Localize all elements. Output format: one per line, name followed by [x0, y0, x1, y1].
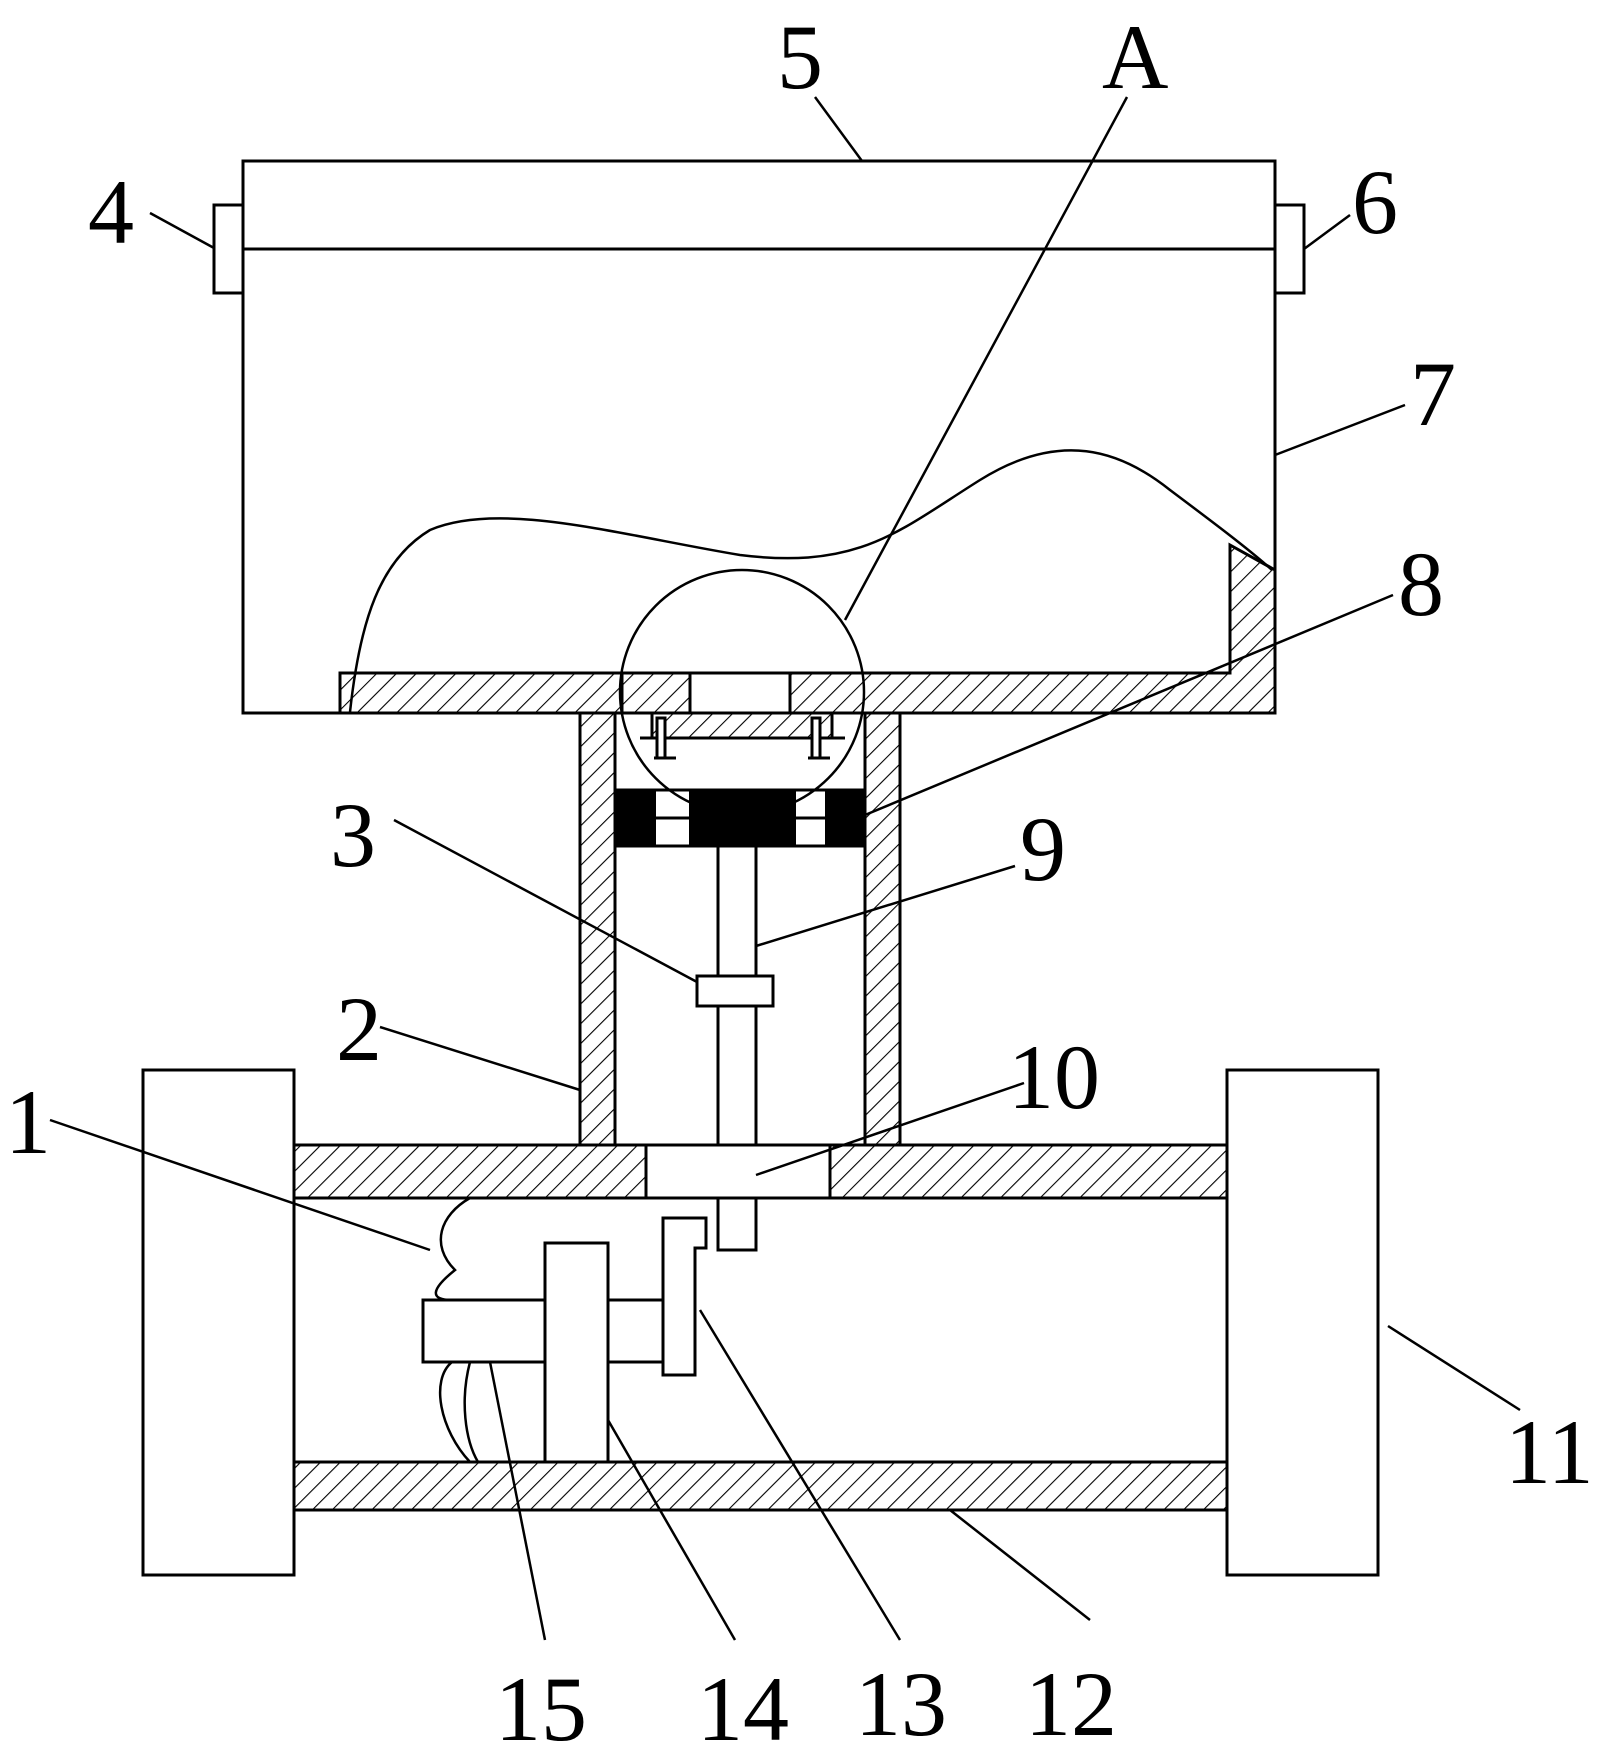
label-2: 2 [336, 978, 382, 1080]
leader-1 [49, 1118, 431, 1252]
tray-opening-left-wall [620, 671, 692, 715]
crank-link [606, 1298, 665, 1364]
motor-cover-bottom [438, 1361, 471, 1463]
label-8: 8 [1398, 533, 1444, 635]
leader-4 [149, 211, 215, 250]
piston-core [689, 789, 796, 847]
right-knob [1273, 203, 1306, 295]
drive-disc [543, 1241, 610, 1464]
leader-11 [1387, 1324, 1521, 1412]
label-5: 5 [777, 6, 823, 108]
leader-8 [864, 593, 1394, 817]
label-9: 9 [1020, 798, 1066, 900]
leader-6 [1303, 213, 1351, 251]
label-13: 13 [855, 1653, 947, 1750]
leader-2 [379, 1025, 581, 1092]
tray-floor-left [338, 671, 624, 715]
label-a: A [1102, 6, 1168, 108]
leader-14 [606, 1419, 737, 1641]
leader-7 [1274, 403, 1406, 457]
motor-shaft [421, 1298, 547, 1364]
pipe-top-opening [644, 1143, 832, 1200]
left-knob [212, 203, 245, 295]
bolt-left [655, 716, 667, 760]
leader-9 [755, 864, 1016, 948]
leader-12 [949, 1509, 1091, 1621]
label-14: 14 [697, 1658, 789, 1750]
right-wheel [1225, 1068, 1380, 1577]
leader-5 [813, 96, 864, 162]
leader-15 [488, 1361, 547, 1641]
motor-cover-inner [463, 1361, 480, 1463]
label-10: 10 [1008, 1026, 1100, 1128]
seal-right [825, 789, 866, 847]
pipe-top-left [292, 1143, 648, 1200]
rod-collar [695, 974, 775, 1008]
pipe-bottom [292, 1460, 1229, 1512]
column-right-wall [863, 711, 902, 1147]
label-15: 15 [495, 1658, 587, 1750]
material-surface-line [348, 449, 1273, 713]
label-1: 1 [5, 1071, 51, 1173]
label-12: 12 [1025, 1653, 1117, 1750]
left-wheel [141, 1068, 296, 1577]
seal-left [614, 789, 656, 847]
upper-housing [241, 159, 1277, 715]
tray-opening [688, 671, 792, 715]
valve-plate [650, 711, 834, 740]
label-3: 3 [330, 784, 376, 886]
label-4: 4 [88, 161, 134, 263]
label-11: 11 [1505, 1401, 1594, 1503]
crank-arm [661, 1216, 708, 1377]
label-7: 7 [1410, 343, 1456, 445]
label-6: 6 [1352, 151, 1398, 253]
detail-circle-a [618, 568, 866, 816]
leader-a [843, 96, 1129, 621]
motor-cover-top [434, 1196, 471, 1302]
leader-3 [393, 818, 698, 984]
pipe-top-right [828, 1143, 1229, 1200]
leader-13 [698, 1309, 902, 1641]
bolt-right [810, 716, 822, 760]
leader-10 [755, 1081, 1025, 1177]
